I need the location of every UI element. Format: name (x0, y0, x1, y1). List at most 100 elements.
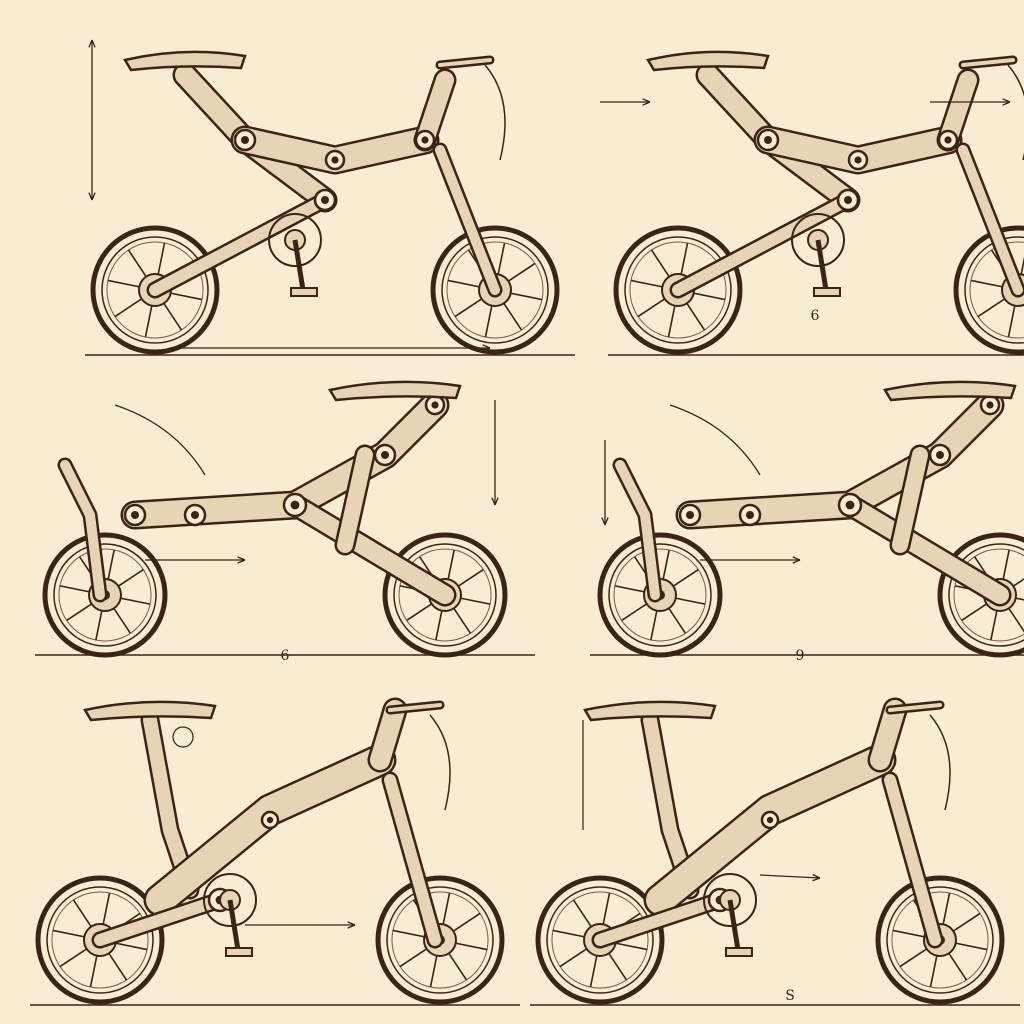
brake-cable (929, 714, 951, 811)
hinge-pin (854, 156, 862, 164)
arrow-head (237, 556, 246, 564)
rim (608, 543, 712, 647)
rim-inner (106, 241, 204, 339)
hinge-pin (381, 451, 389, 459)
rim (624, 236, 732, 344)
tire (90, 225, 220, 355)
motion-arc (669, 404, 761, 476)
pedal (225, 947, 253, 957)
hinge-pin (686, 511, 694, 519)
rim-inner (629, 241, 727, 339)
saddle (583, 700, 717, 722)
head-tube-fill (370, 700, 405, 770)
hinge-pin (764, 136, 772, 144)
brake-cable (484, 64, 506, 161)
saddle (123, 50, 247, 72)
hinge-pin (331, 156, 339, 164)
hinge-pin (421, 136, 429, 144)
fork-fill (884, 774, 941, 946)
bike-unfolded (85, 50, 575, 356)
swing-arm-fill (286, 496, 454, 604)
main-frame-fill (646, 746, 894, 914)
arrow-head (812, 873, 821, 882)
arrow-head (88, 192, 96, 201)
handlebar-fill (438, 58, 492, 67)
rim (53, 543, 157, 647)
bike-unfolded (608, 50, 1024, 356)
pedal (290, 287, 318, 297)
annotation-mark: 6 (811, 308, 820, 324)
hinge-pin (241, 136, 249, 144)
rim-inner (613, 548, 707, 642)
arrow-head (642, 98, 651, 106)
rim (101, 236, 209, 344)
hinge-pin (131, 511, 139, 519)
bike-folding (590, 380, 1024, 658)
tire (430, 225, 560, 355)
rim-inner (51, 891, 149, 989)
bike-folding (35, 380, 535, 658)
rim-inner (398, 548, 492, 642)
hinge-pin (191, 511, 199, 519)
fork-fill (958, 145, 1023, 295)
saddle (646, 50, 770, 72)
pedal (813, 287, 841, 297)
hinge-pin (845, 500, 855, 510)
arrow-head (601, 517, 609, 526)
swing-arm-fill (841, 496, 1009, 604)
folded-main-frame-fill (678, 393, 1002, 527)
handlebar-fill (961, 58, 1015, 67)
seat-tube-fill (892, 447, 928, 553)
annotation-mark: 9 (796, 648, 805, 664)
arrow-head (1002, 98, 1011, 106)
head-tube-fill (870, 700, 905, 770)
arrow-head (491, 497, 499, 506)
rim-inner (891, 891, 989, 989)
tire (953, 225, 1024, 355)
crank-arm (727, 899, 741, 951)
handlebar-fill (888, 703, 942, 712)
brake-cable (429, 714, 451, 811)
pedal (725, 947, 753, 957)
arrow-head (88, 39, 96, 48)
fork-fill (384, 774, 441, 946)
rim (886, 886, 994, 994)
rim (546, 886, 654, 994)
rim-inner (551, 891, 649, 989)
crank-arm (227, 899, 241, 951)
tire (535, 875, 665, 1005)
chainring (703, 873, 757, 927)
hinge-pin (746, 511, 754, 519)
arrow-head (482, 344, 491, 352)
hinge-pin (936, 451, 944, 459)
handlebar-fill (388, 703, 442, 712)
crank-arm (292, 239, 306, 291)
hinge-pin (766, 816, 774, 824)
hinge-pin (431, 401, 439, 409)
folded-fork-fill (615, 460, 660, 600)
chainring (203, 873, 257, 927)
rim (948, 543, 1024, 647)
rim (393, 543, 497, 647)
rim-inner (953, 548, 1024, 642)
saddle (83, 700, 217, 722)
main-frame-fill (146, 746, 394, 914)
brake-cable (1007, 64, 1024, 161)
seat-tube-fill (337, 447, 373, 553)
hinge-pin (986, 401, 994, 409)
head-tube-fill (939, 71, 977, 149)
bike-unfolded (30, 697, 520, 1006)
rim (964, 236, 1024, 344)
motion-arc (114, 404, 206, 476)
dimension-arrow (759, 874, 821, 879)
chainring (791, 213, 845, 267)
rim (46, 886, 154, 994)
annotation-circle (172, 726, 194, 748)
hinge-pin (266, 816, 274, 824)
rim-inner (969, 241, 1024, 339)
arrow-head (792, 556, 801, 564)
rim-inner (58, 548, 152, 642)
crank-arm (815, 239, 829, 291)
hinge-pin (321, 196, 329, 204)
